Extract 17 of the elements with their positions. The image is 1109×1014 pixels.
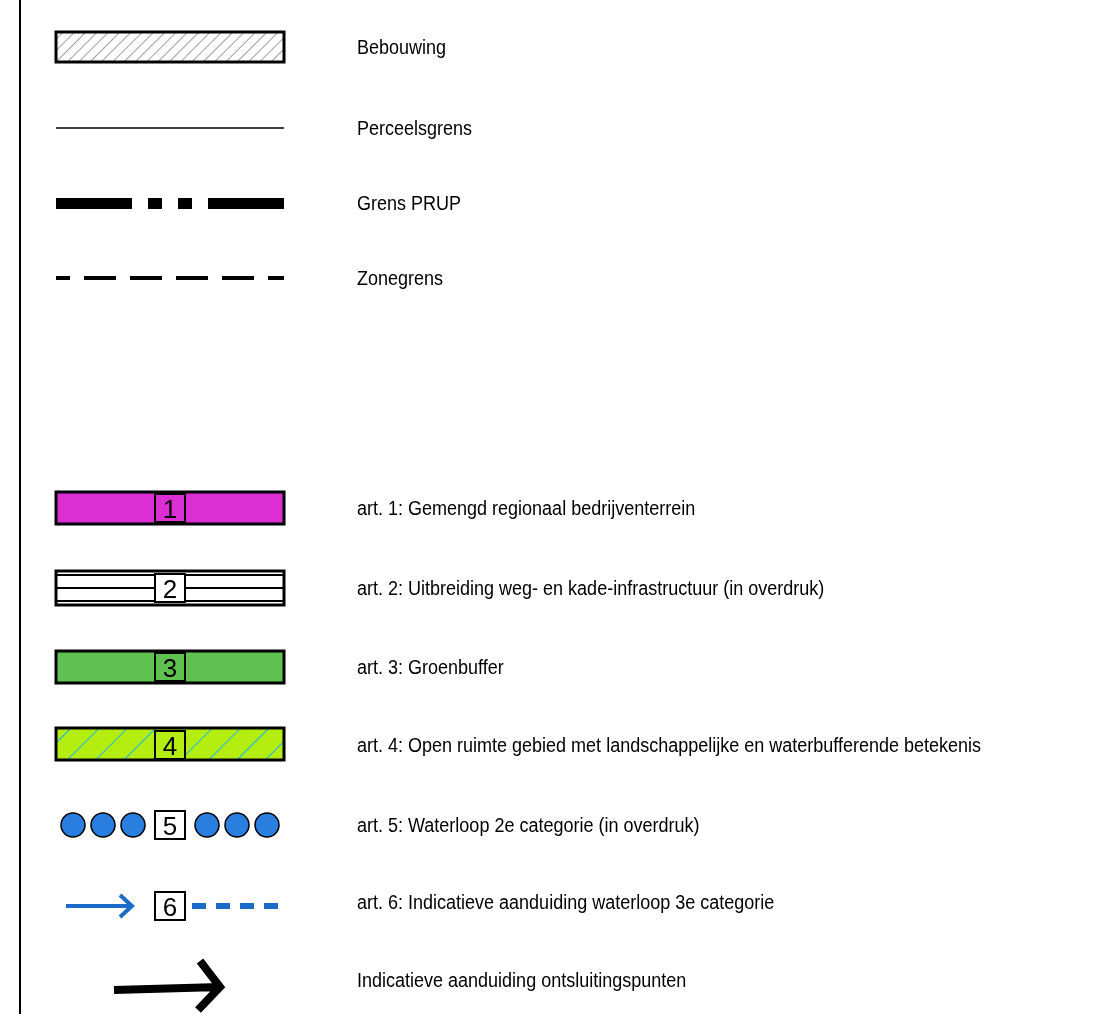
article-number: 4 [154,730,186,760]
legend-label: art. 5: Waterloop 2e categorie (in overdruk) [357,813,700,837]
legend-label: Zonegrens [357,266,444,290]
legend-label: art. 3: Groenbuffer [357,655,504,679]
legend-label: art. 2: Uitbreiding weg- en kade-infrastructuur (in overdruk) [357,576,825,600]
legend-label: Indicatieve aanduiding ontsluitingspunten [357,968,687,992]
article-number: 2 [154,573,186,603]
article-number: 3 [154,652,186,682]
article-number: 6 [154,891,186,921]
legend-label: art. 6: Indicatieve aanduiding waterloop 3e categorie [357,890,775,914]
legend-label: art. 1: Gemengd regionaal bedrijventerrein [357,496,696,520]
legend-label: art. 4: Open ruimte gebied met landschappelijke en waterbufferende betekenis [357,733,982,757]
legend-label: Bebouwing [357,35,447,59]
article-number: 1 [154,493,186,523]
legend-label: Grens PRUP [357,191,462,215]
legend-label: Perceelsgrens [357,116,473,140]
article-number: 5 [154,810,186,840]
